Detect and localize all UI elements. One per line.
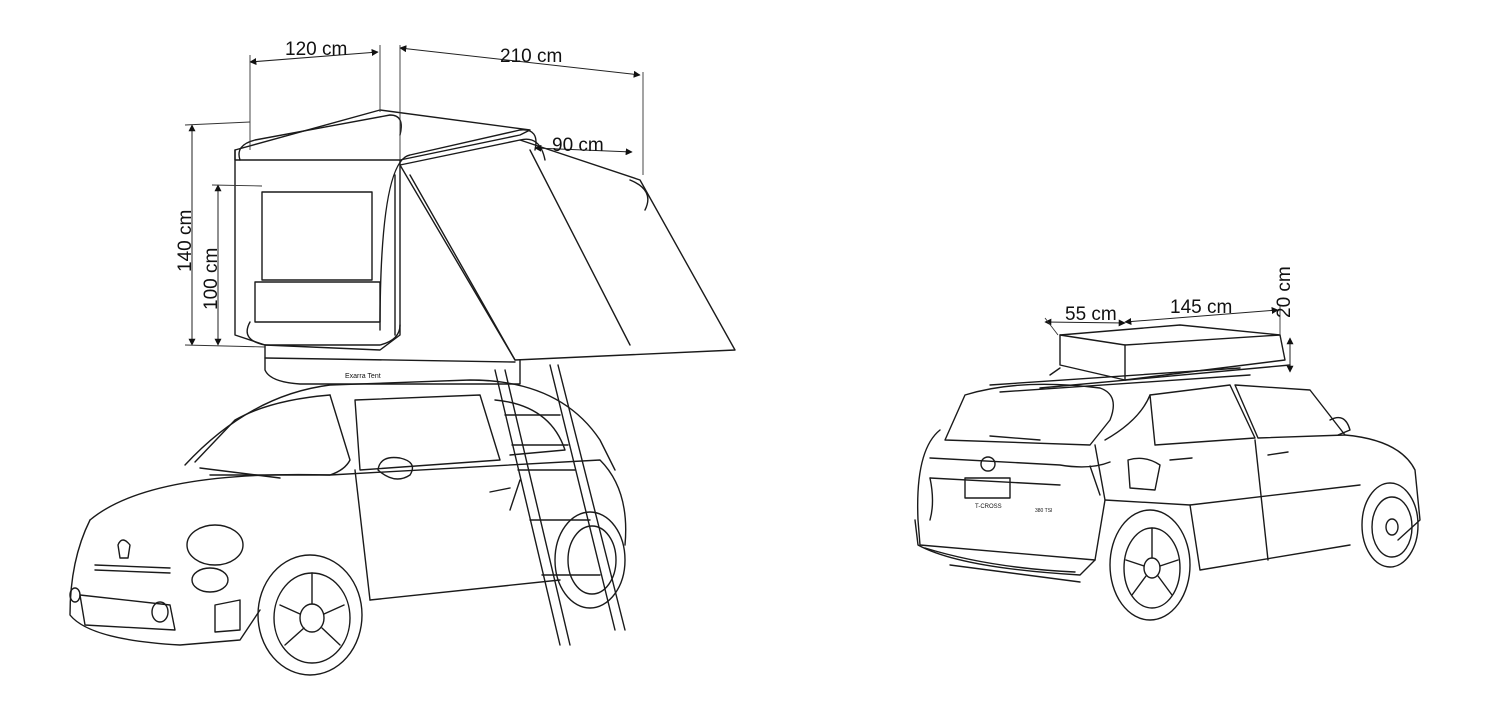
dim-label-120cm: 120 cm [285,39,347,60]
roof-tent: Exarra Tent [234,109,736,385]
dim-label-20cm: 20 cm [1274,266,1295,318]
dim-label-145cm: 145 cm [1170,297,1232,318]
roof-box [1039,324,1291,389]
suv-car: T-CROSS 380 TSI [914,367,1421,621]
badge-trim: 380 TSI [1035,508,1052,514]
tent-brand-label: Exarra Tent [345,373,381,380]
badge-t-cross: T-CROSS [975,504,1002,510]
left-figure: Exarra Tent 120 cm 210 cm 90 cm 140 cm [69,39,736,676]
dim-label-100cm: 100 cm [201,248,222,310]
small-car [69,379,627,676]
dim-label-55cm: 55 cm [1065,304,1117,325]
dim-label-140cm: 140 cm [175,210,196,272]
dim-label-210cm: 210 cm [500,46,562,67]
right-dimension-lines [1044,305,1294,373]
left-dimension-lines [184,45,644,348]
right-figure: 55 cm 145 cm 20 cm T-CROSS 380 TSI [914,266,1421,621]
tent-ladder [494,364,626,646]
dim-label-90cm: 90 cm [552,135,604,156]
